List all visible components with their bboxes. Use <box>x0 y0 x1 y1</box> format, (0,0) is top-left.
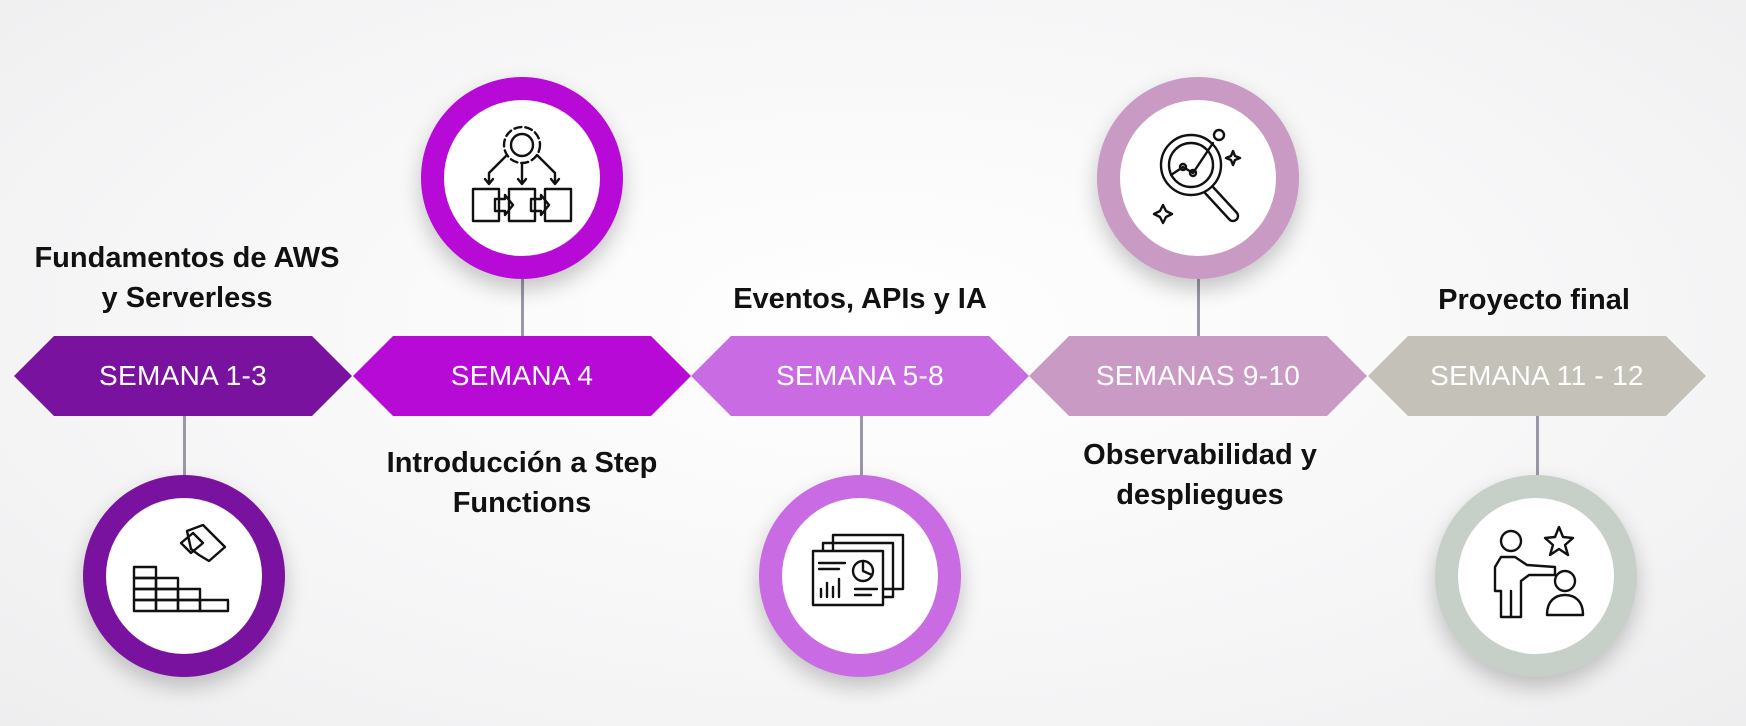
stage-title-5: Proyecto final <box>1438 284 1630 316</box>
mentor-star-icon <box>1481 519 1591 634</box>
connector-2 <box>521 276 524 338</box>
workflow-gear-icon <box>467 121 577 236</box>
stage-title-2: Introducción a Step Functions <box>386 447 658 519</box>
stage-title-1: Fundamentos de AWS y Serverless <box>34 242 340 314</box>
connector-1 <box>183 414 186 478</box>
connector-3 <box>860 414 863 478</box>
chevron-label: SEMANA 11 - 12 <box>1430 360 1644 391</box>
chevron-semana-5-8: SEMANA 5-8 <box>691 336 1029 416</box>
stage-icon-circle-3 <box>759 475 961 677</box>
stage-icon-circle-1 <box>83 475 285 677</box>
stage-icon-circle-2 <box>421 77 623 279</box>
analytics-magnifier-icon <box>1143 121 1253 236</box>
chevron-label: SEMANA 1-3 <box>99 360 267 391</box>
stage-icon-circle-4 <box>1097 77 1299 279</box>
stage-title-3: Eventos, APIs y IA <box>733 283 987 315</box>
chevron-semanas-9-10: SEMANAS 9-10 <box>1029 336 1367 416</box>
stairs-puzzle-icon <box>129 519 239 634</box>
chevron-semana-11-12: SEMANA 11 - 12 <box>1368 336 1706 416</box>
connector-4 <box>1197 276 1200 338</box>
chevron-label: SEMANA 5-8 <box>776 360 944 391</box>
chevron-label: SEMANAS 9-10 <box>1095 360 1301 391</box>
chevron-semana-4: SEMANA 4 <box>353 336 691 416</box>
stage-title-4: Observabilidad y despliegues <box>1083 439 1317 511</box>
connector-5 <box>1536 414 1539 478</box>
chevron-semana-1-3: SEMANA 1-3 <box>14 336 352 416</box>
chevron-label: SEMANA 4 <box>450 360 594 391</box>
presentation-chart-icon <box>805 519 915 634</box>
stage-icon-circle-5 <box>1435 475 1637 677</box>
